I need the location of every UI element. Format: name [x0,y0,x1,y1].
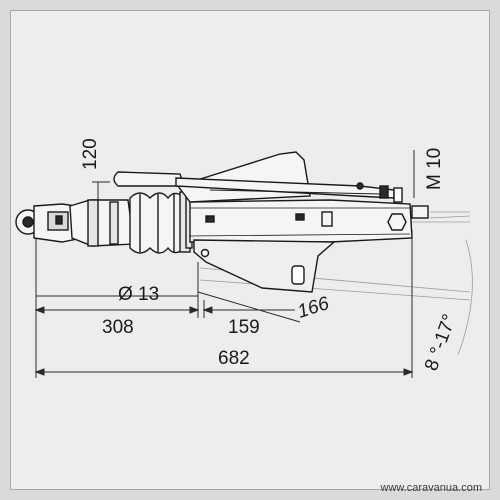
handbrake-lever [113,151,403,203]
bracket-plate [193,239,336,293]
dim-angle-label: 8 °-17° [421,312,461,374]
dim-diameter-13-label: Ø 13 [118,284,159,305]
dim-120-label: 120 [80,138,101,170]
coupling-head [15,199,135,247]
dim-166-label: 166 [295,293,332,323]
dim-159-label: 159 [228,317,260,338]
drawbar-tube [189,199,429,243]
bellows [129,192,183,254]
dim-m10-label: M 10 [424,148,445,190]
dim-682-label: 682 [218,348,250,369]
dim-308-label: 308 [102,317,134,338]
watermark: www.caravanua.com [380,482,483,494]
